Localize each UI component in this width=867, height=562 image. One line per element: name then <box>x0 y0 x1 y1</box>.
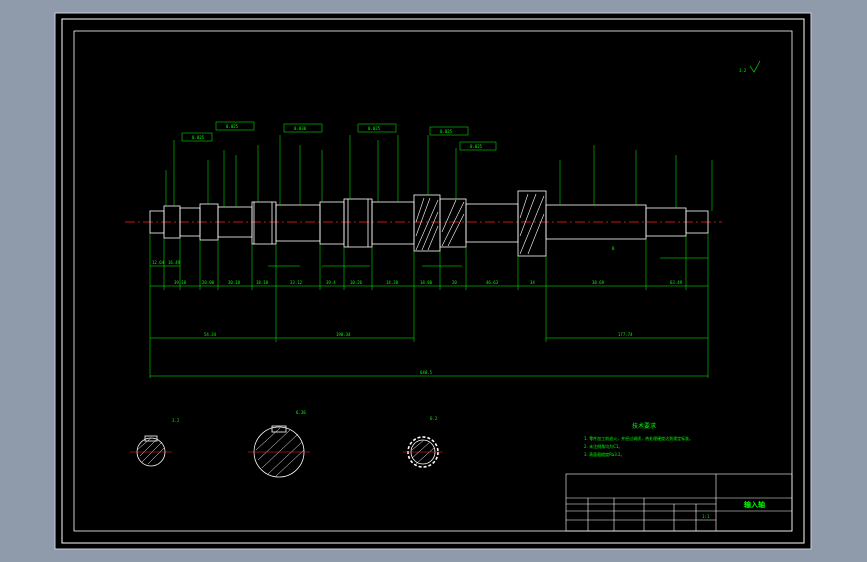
dim-row3-1: 198.34 <box>336 332 351 337</box>
section-1-label: 3.2 <box>172 418 180 423</box>
dim-row2-2: 30.18 <box>228 280 241 285</box>
tolerance-frames <box>181 121 497 151</box>
drawing-scale: 1:1 <box>702 514 710 519</box>
tolerance-0: 0.025 <box>192 135 205 140</box>
dim-row2-13: 63.49 <box>670 280 683 285</box>
section-2-label: 6.38 <box>296 410 306 415</box>
roughness-symbol: 3.2 <box>739 60 761 73</box>
outer-frame <box>61 18 805 544</box>
section-view-3[interactable]: 6.2 <box>403 416 443 468</box>
dim-row2-10: 46.63 <box>486 280 499 285</box>
dim-row2-0: 39.18 <box>174 280 187 285</box>
note-line-3: 3. 表面粗糙度Ra3.2。 <box>584 451 625 457</box>
note-line-2: 2. 未注倒角均为C1。 <box>584 443 622 449</box>
dim-row2-8: 18.80 <box>420 280 433 285</box>
helical-gear-teeth <box>415 193 545 255</box>
section-view-2[interactable]: 6.38 <box>248 410 310 478</box>
dim-row3-2: 177.74 <box>618 332 633 337</box>
dim-row2-7: 14.20 <box>386 280 399 285</box>
inner-frame <box>73 30 793 532</box>
dim-row2-5: 39.4 <box>326 280 336 285</box>
dim-row3-0: 54.34 <box>204 332 217 337</box>
extension-lines <box>149 135 713 378</box>
section-view-1[interactable]: 3.2 <box>130 418 180 467</box>
dim-row2-12: 38.69 <box>592 280 605 285</box>
datum-letter: B <box>612 246 615 251</box>
notes-heading: 技术要求 <box>632 422 656 430</box>
tolerance-4: 0.025 <box>440 129 453 134</box>
tolerance-3: 0.025 <box>368 126 381 131</box>
title-block[interactable] <box>565 473 793 532</box>
technical-notes: 技术要求 1. 零件加工前退火，并经过调质，热处理硬度达到规定标准。 2. 未注… <box>584 422 693 457</box>
dim-row2-4: 33.12 <box>290 280 303 285</box>
note-line-1: 1. 零件加工前退火，并经过调质，热处理硬度达到规定标准。 <box>584 435 693 441</box>
tolerance-values: 0.025 0.025 0.030 0.025 0.025 0.025 B <box>192 124 615 251</box>
dim-row2-3: 18.10 <box>256 280 269 285</box>
dim-overall: 648.5 <box>420 370 433 375</box>
dim-row2-1: 20.00 <box>202 280 215 285</box>
section-3-label: 6.2 <box>430 416 438 421</box>
dim-row2-6: 10.26 <box>350 280 363 285</box>
tolerance-1: 0.025 <box>226 124 239 129</box>
dim-row1-0: 12.64 <box>152 260 165 265</box>
dim-row1-1: 16.49 <box>168 260 181 265</box>
dim-row2-9: 20 <box>452 280 457 285</box>
drawing-name: 输入轴 <box>744 500 765 509</box>
tolerance-2: 0.030 <box>294 126 307 131</box>
shaft-profile[interactable] <box>149 190 709 257</box>
dimension-lines <box>150 257 708 377</box>
dimension-texts: 12.64 16.49 39.18 20.00 30.18 18.10 33.1… <box>152 260 683 375</box>
roughness-value: 3.2 <box>739 68 747 73</box>
drawing-sheet <box>54 12 812 550</box>
tolerance-5: 0.025 <box>470 144 483 149</box>
dim-row2-11: 34 <box>530 280 535 285</box>
